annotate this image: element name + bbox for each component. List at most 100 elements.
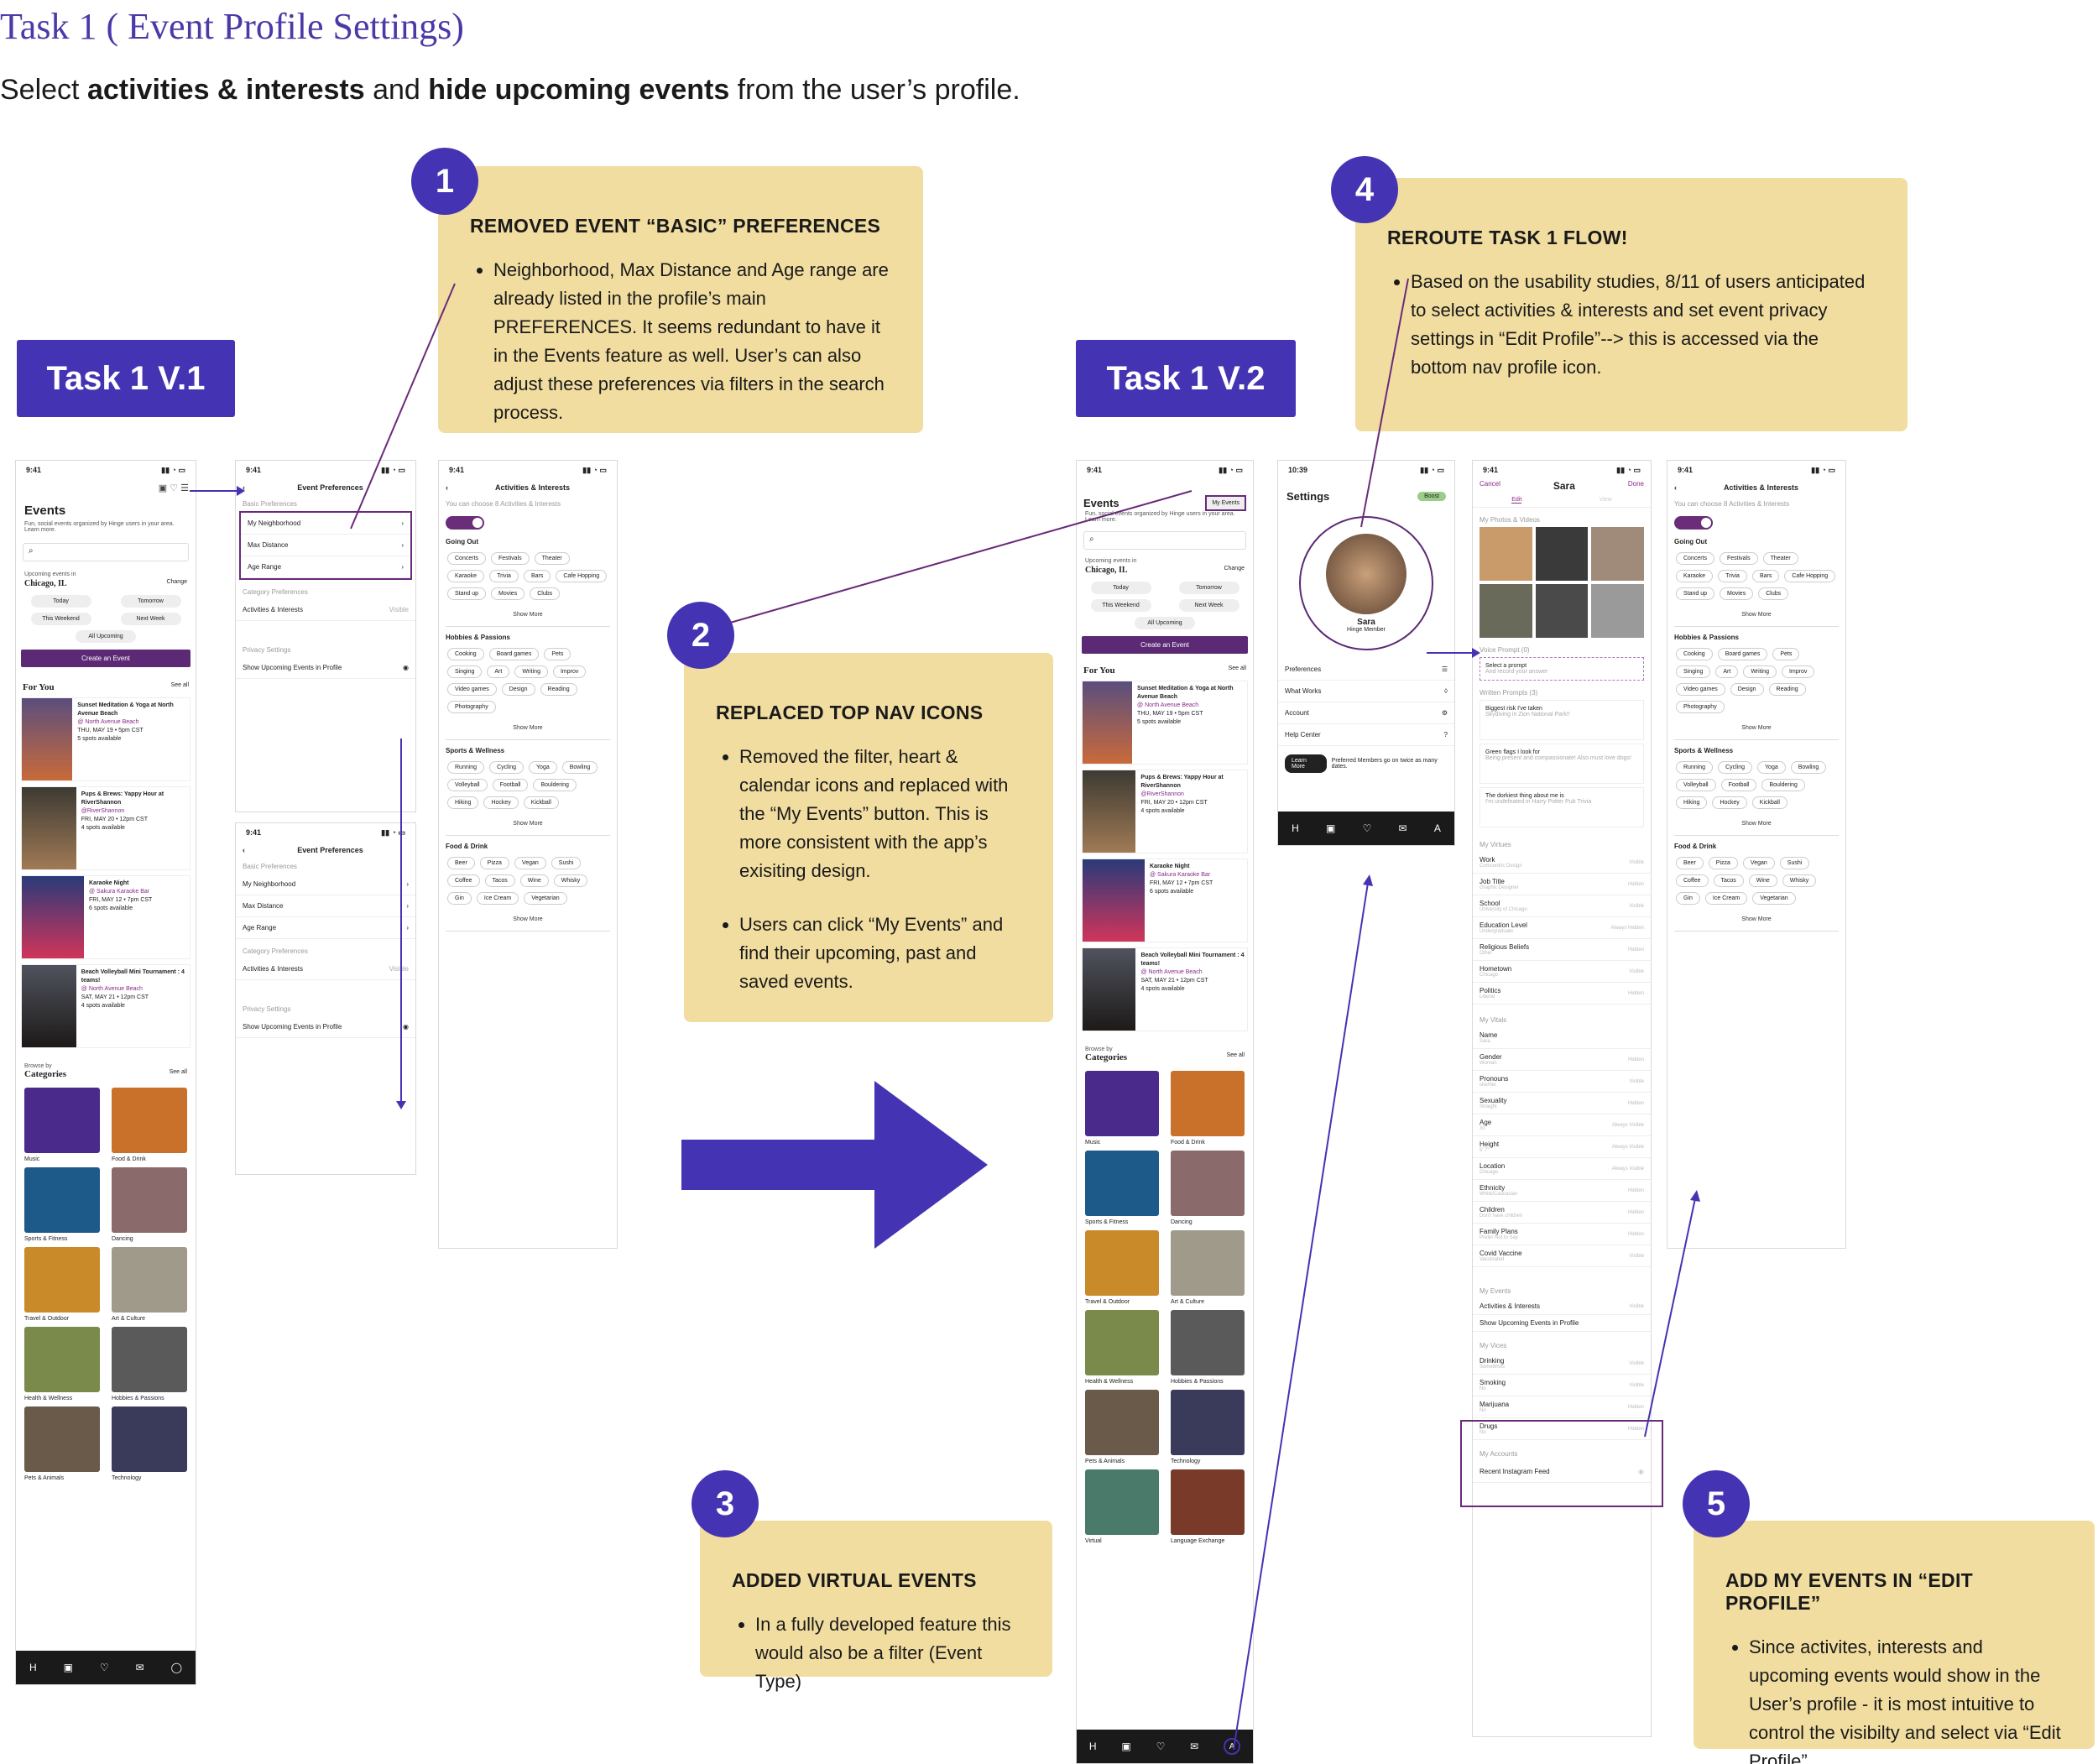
tab-edit[interactable]: Edit [1511,497,1522,504]
activity-chip[interactable]: Hiking [447,796,479,809]
activity-chip[interactable]: Yoga [529,761,557,774]
activity-chip[interactable]: Gin [1676,892,1700,905]
cancel-button[interactable]: Cancel [1480,480,1500,488]
show-more-link[interactable]: Show More [513,612,543,618]
activity-chip[interactable]: Theater [534,552,570,565]
pref-row[interactable]: Age Range› [241,556,410,578]
category-tile[interactable]: Health & Wellness [1085,1310,1159,1385]
activity-chip[interactable]: Kickball [523,796,559,809]
show-more-link[interactable]: Show More [513,725,543,731]
category-tile[interactable]: Virtual [1085,1469,1159,1544]
activity-chip[interactable]: Vegan [1742,857,1775,869]
show-more-link[interactable]: Show More [1741,612,1772,618]
pref-row[interactable]: Max Distance› [236,895,415,917]
activity-chip[interactable]: Running [1676,761,1714,774]
activity-chip[interactable]: Pizza [1708,857,1738,869]
photo-grid[interactable] [1473,527,1651,638]
category-tile[interactable]: Food & Drink [1171,1071,1245,1146]
category-tile[interactable]: Dancing [1171,1151,1245,1225]
activity-chip[interactable]: Ice Cream [1704,892,1748,905]
activity-chip[interactable]: Sushi [551,857,582,869]
settings-row[interactable]: Help Center? [1278,724,1454,746]
show-upcoming-row[interactable]: Show Upcoming Events in Profile◉ [236,1016,415,1038]
settings-row[interactable]: Account⚙ [1278,702,1454,724]
filter-today[interactable]: Today [1090,582,1151,594]
category-tile[interactable]: Art & Culture [1171,1230,1245,1305]
category-tile[interactable]: Language Exchange [1171,1469,1245,1544]
filter-all[interactable]: All Upcoming [76,630,136,643]
activity-chip[interactable]: Improv [552,665,587,678]
activity-chip[interactable]: Coffee [1676,874,1709,887]
event-card[interactable]: Pups & Brews: Yappy Hour at RiverShannon… [21,786,190,870]
filter-weekend[interactable]: This Weekend [1090,599,1151,612]
settings-row[interactable]: Preferences☰ [1278,659,1454,681]
show-more-link[interactable]: Show More [513,821,543,827]
activity-chip[interactable]: Pets [544,648,571,660]
create-event-button[interactable]: Create an Event [21,650,190,667]
activity-chip[interactable]: Photography [447,701,496,713]
pref-row[interactable]: My Neighborhood› [241,513,410,535]
activity-chip[interactable]: Clubs [1758,587,1789,600]
pref-row[interactable]: Age Range› [236,917,415,939]
activity-chip[interactable]: Bouldering [533,779,577,791]
show-more-link[interactable]: Show More [513,916,543,922]
settings-row[interactable]: What Works◊ [1278,681,1454,702]
activity-chip[interactable]: Art [1715,665,1739,678]
event-card[interactable]: Beach Volleyball Mini Tournament : 4 tea… [1082,947,1248,1031]
change-link[interactable]: Change [1224,566,1245,571]
activity-chip[interactable]: Beer [1676,857,1704,869]
activity-chip[interactable]: Movies [491,587,525,600]
activity-chip[interactable]: Video games [447,683,497,696]
category-tile[interactable]: Music [24,1088,100,1162]
activity-chip[interactable]: Coffee [447,874,480,887]
create-event-button[interactable]: Create an Event [1082,636,1248,654]
activity-chip[interactable]: Singing [1676,665,1711,678]
filter-all[interactable]: All Upcoming [1135,617,1195,629]
activity-chip[interactable]: Writing [514,665,548,678]
category-tile[interactable]: Travel & Outdoor [24,1247,100,1322]
activity-chip[interactable]: Stand up [1676,587,1715,600]
activity-chip[interactable]: Sushi [1779,857,1810,869]
activity-chip[interactable]: Vegetarian [1752,892,1796,905]
show-more-link[interactable]: Show More [1741,821,1772,827]
activity-chip[interactable]: Cafe Hopping [1784,570,1836,582]
activity-chip[interactable]: Reading [540,683,577,696]
activity-chip[interactable]: Volleyball [1676,779,1716,791]
activity-chip[interactable]: Football [492,779,529,791]
activity-chip[interactable]: Whisky [1782,874,1817,887]
activity-chip[interactable]: Pizza [479,857,509,869]
bottom-nav[interactable]: H▣♡✉A [1077,1730,1253,1763]
activity-chip[interactable]: Cycling [1718,761,1753,774]
filter-next-week[interactable]: Next Week [1178,599,1239,612]
activity-chip[interactable]: Gin [447,892,472,905]
search-input[interactable]: ⌕ [1083,531,1246,550]
activity-chip[interactable]: Hiking [1676,796,1708,809]
activity-chip[interactable]: Yoga [1757,761,1786,774]
activity-chip[interactable]: Festivals [491,552,530,565]
activity-chip[interactable]: Bowling [561,761,598,774]
see-all-link[interactable]: See all [1228,665,1246,671]
category-tile[interactable]: Art & Culture [112,1247,187,1322]
activity-chip[interactable]: Cooking [1676,648,1713,660]
activity-chip[interactable]: Concerts [447,552,487,565]
instagram-row[interactable]: Recent Instagram Feed◉ [1473,1461,1651,1483]
activity-chip[interactable]: Stand up [447,587,487,600]
activity-chip[interactable]: Bars [523,570,551,582]
activity-chip[interactable]: Running [447,761,485,774]
activity-chip[interactable]: Board games [1717,648,1768,660]
bottom-nav[interactable]: H▣♡✉◯ [16,1651,196,1684]
